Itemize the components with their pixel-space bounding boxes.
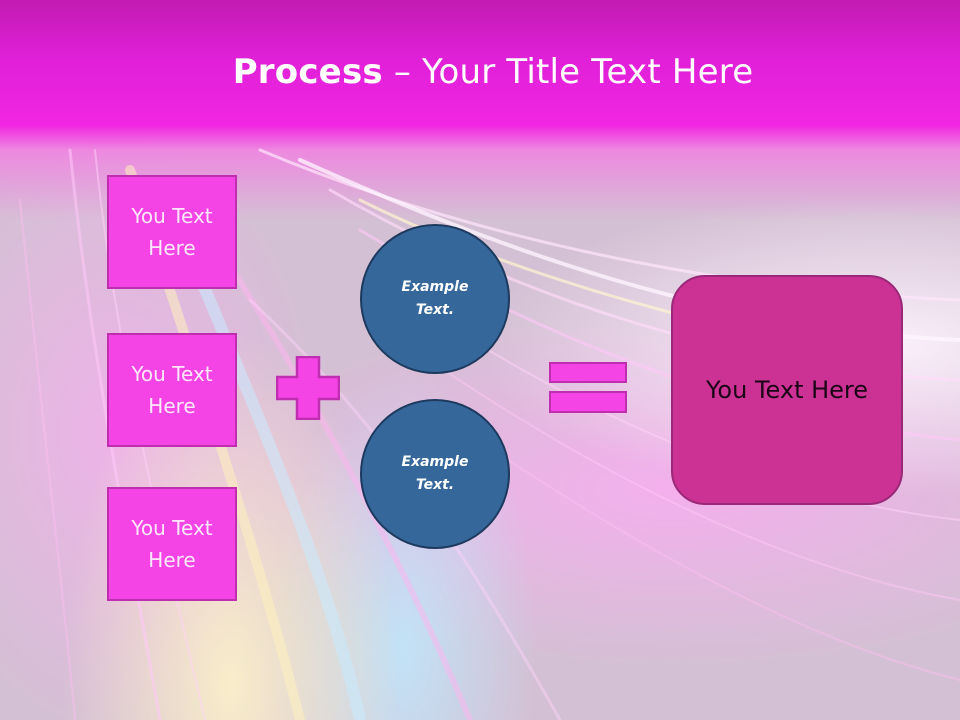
box-text-line1: You Text — [131, 362, 213, 386]
example-circle-1[interactable]: Example Text. — [360, 224, 510, 374]
example-circle-2[interactable]: Example Text. — [360, 399, 510, 549]
box-text-line1: You Text — [131, 204, 213, 228]
input-box-1[interactable]: You Text Here — [107, 175, 237, 289]
equals-top-bar — [549, 362, 627, 383]
circle-text-line1: Example — [401, 279, 469, 295]
box-text-line2: Here — [148, 236, 196, 260]
circle-text-line2: Text. — [415, 302, 455, 318]
plus-icon — [276, 356, 340, 420]
result-box[interactable]: You Text Here — [671, 275, 903, 505]
circle-text-line1: Example — [401, 454, 469, 470]
input-box-2[interactable]: You Text Here — [107, 333, 237, 447]
box-text-line1: You Text — [131, 516, 213, 540]
equals-bottom-bar — [549, 391, 627, 413]
box-text-line2: Here — [148, 548, 196, 572]
slide-title: Process – Your Title Text Here — [0, 52, 960, 92]
title-rest: – Your Title Text Here — [382, 52, 754, 92]
circle-text-line2: Text. — [415, 477, 455, 493]
result-text: You Text Here — [705, 376, 869, 404]
title-bold: Process — [232, 52, 383, 92]
box-text-line2: Here — [148, 394, 196, 418]
input-box-3[interactable]: You Text Here — [107, 487, 237, 601]
